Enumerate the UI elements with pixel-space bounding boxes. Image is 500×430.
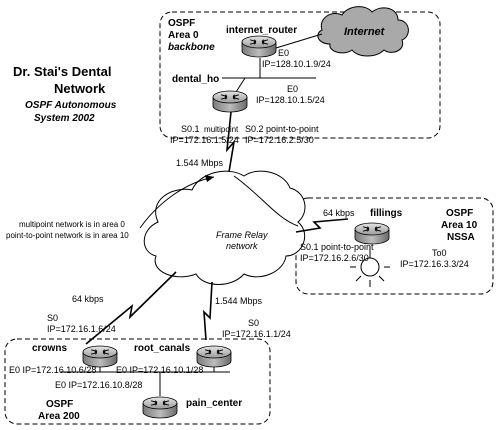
router-root-canals[interactable]	[196, 345, 232, 368]
area0-ospf: OSPF	[168, 18, 195, 29]
fill-speed-label: 64 kbps	[323, 208, 355, 218]
ptp-curve	[233, 175, 299, 227]
ir-e0-label: E0	[278, 48, 289, 58]
internet-router-label: internet_router	[226, 25, 297, 36]
pain-center-label: pain_center	[186, 398, 242, 409]
fill-to0-label: To0	[432, 248, 447, 258]
subtitle-line-2: System 2002	[34, 113, 95, 124]
root-canals-label: root_canals	[134, 343, 191, 354]
internet-cloud	[317, 6, 409, 57]
ho-ip-label: IP=128.10.1.5/24	[256, 95, 325, 105]
crowns-label: crowns	[32, 343, 67, 354]
multipoint-arrowhead	[205, 175, 214, 182]
ir-ip-label: IP=128.10.1.9/24	[262, 59, 331, 69]
pain-e0-label: E0 IP=172.16.10.8/28	[55, 380, 142, 390]
crowns-e0-label: E0 IP=172.16.10.6/28	[9, 365, 96, 375]
s01-label: S0.1 multipoint	[181, 124, 239, 134]
serial-fr-fillings	[295, 218, 349, 233]
ho-speed-label: 1.544 Mbps	[176, 158, 224, 168]
ho-e0-label: E0	[287, 84, 298, 94]
serial-fr-crowns	[85, 271, 177, 345]
router-dental-ho[interactable]	[212, 90, 248, 113]
area0-name: Area 0	[168, 30, 199, 41]
area200-boundary	[4, 338, 271, 425]
title-line-1: Dr. Stai's Dental	[13, 64, 111, 79]
fillings-label: fillings	[370, 208, 403, 219]
dental-ho-label: dental_ho	[172, 74, 219, 85]
internet-link	[275, 33, 323, 49]
s01-ip-label: IP=172.16.1.5/24	[170, 135, 239, 145]
root-s0-label: S0	[248, 318, 259, 328]
area10-nssa: NSSA	[447, 232, 475, 243]
area10-name: Area 10	[441, 220, 478, 231]
router-pain-center[interactable]	[142, 396, 178, 419]
frame-relay-label-2: network	[226, 241, 258, 251]
router-fillings[interactable]	[354, 222, 390, 245]
ho-drop	[235, 77, 246, 93]
crowns-speed-label: 64 kbps	[72, 294, 104, 304]
router-internet-router[interactable]	[241, 35, 277, 58]
frame-relay-label-1: Frame Relay	[216, 230, 268, 240]
router-crowns[interactable]	[82, 345, 118, 368]
fill-ip-label: IP=172.16.2.6/30	[300, 253, 369, 263]
serial-fr-root	[203, 281, 213, 341]
title-line-2: Network	[54, 81, 106, 96]
note-ptp: point-to-point network is in area 10	[6, 231, 129, 240]
area10-boundary	[295, 197, 494, 295]
fill-s01-label: S0.1 point-to-point	[300, 242, 374, 252]
root-speed-label: 1.544 Mbps	[215, 296, 263, 306]
area200-name: Area 200	[38, 411, 80, 422]
subtitle-line-1: OSPF Autonomous	[25, 100, 117, 111]
area0-backbone: backbone	[168, 42, 215, 53]
s01-type: multipoint	[204, 125, 239, 134]
root-e0-label: E0 IP=172.16.10.1/28	[116, 365, 203, 375]
crowns-ip-label: IP=172.16.1.6/24	[47, 324, 116, 334]
internet-label: Internet	[344, 26, 386, 38]
s02-ip-label: IP=172.16.2.5/30	[245, 135, 314, 145]
crowns-s0-label: S0	[47, 313, 58, 323]
tokenring-icon	[360, 257, 380, 277]
s01-name: S0.1	[181, 124, 200, 134]
note-multipoint: multipoint network is in area 0	[19, 220, 125, 229]
root-ip-label: IP=172.16.1.1/24	[222, 329, 291, 339]
frame-relay-cloud	[143, 170, 306, 285]
area200-ospf: OSPF	[46, 399, 73, 410]
s02-label: S0.2 point-to-point	[245, 124, 319, 134]
area0-boundary	[159, 11, 441, 139]
fill-to0-ip-label: IP=172.16.3.3/24	[400, 259, 469, 269]
area10-ospf: OSPF	[446, 208, 473, 219]
serial-ho-fr	[225, 111, 236, 173]
tokenring-rays	[350, 266, 390, 287]
